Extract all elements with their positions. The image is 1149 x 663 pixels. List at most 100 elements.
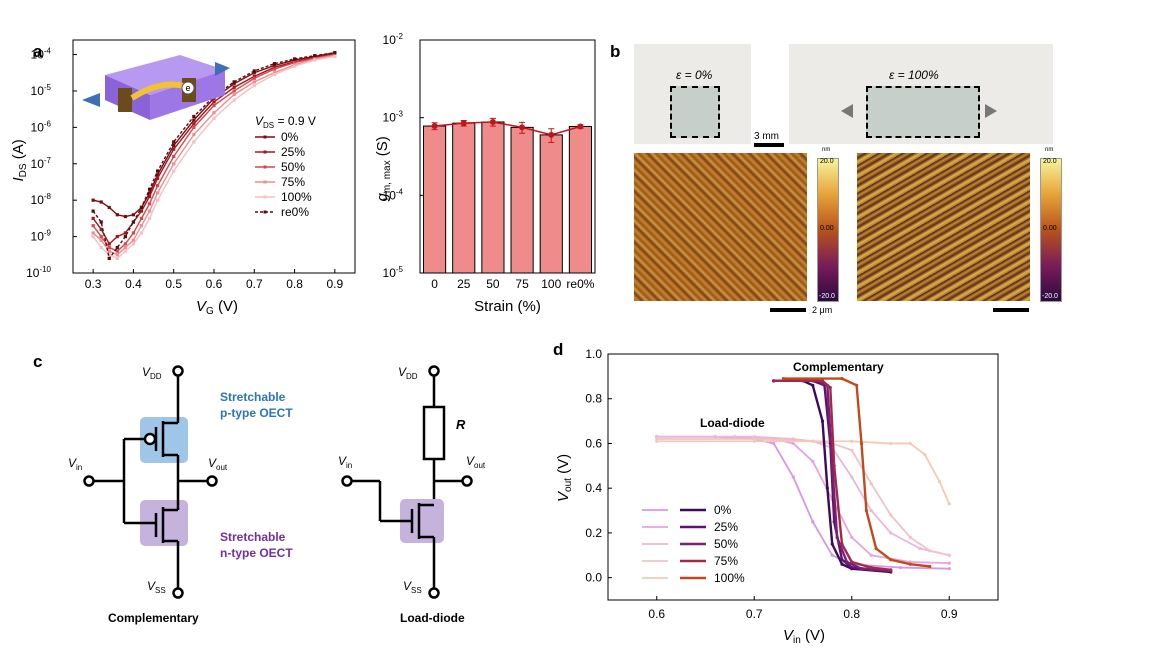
bar-re0% [568, 125, 592, 274]
data-point [850, 565, 854, 570]
data-point [156, 191, 160, 195]
afm-scalebar-left [770, 308, 806, 312]
data-point [333, 51, 337, 55]
data-point [172, 147, 176, 151]
colorbar-tick-top-left: 20.0 [820, 158, 834, 165]
data-point [859, 441, 864, 446]
vin-label-left: Vin [68, 456, 82, 472]
x-tick-label: 0.5 [165, 277, 182, 291]
data-point [172, 154, 176, 159]
data-point [820, 419, 825, 423]
data-point [830, 553, 834, 557]
loaddiode-series-0% [656, 435, 950, 570]
bar-25 [452, 122, 476, 274]
data-point [172, 162, 176, 166]
y-tick-label: 10-3 [383, 110, 404, 125]
data-point [292, 60, 297, 65]
film-region-unstrained [670, 86, 720, 138]
data-point [889, 568, 893, 572]
ptype-label-line1: Stretchable [220, 390, 286, 404]
panel-letter-d: d [553, 340, 564, 359]
data-point [172, 169, 176, 173]
data-point [840, 542, 844, 546]
data-point [272, 65, 277, 69]
x-tick-label: 75 [515, 277, 529, 291]
vin-label-right: Vin [338, 454, 352, 470]
data-point [252, 80, 256, 84]
data-point [232, 93, 236, 97]
y-tick-label: 10-5 [383, 265, 404, 280]
data-point [889, 531, 893, 535]
legend-label: 50% [281, 160, 305, 174]
data-point [91, 224, 95, 228]
y-tick-label: 10-10 [26, 265, 51, 280]
device-inset-illustration: e [82, 55, 230, 120]
data-point [147, 191, 152, 195]
data-point [272, 63, 277, 68]
data-point [115, 213, 119, 217]
data-point [869, 565, 873, 570]
data-point [172, 143, 176, 148]
data-point [655, 435, 659, 439]
inset-electron-label: e [185, 83, 190, 93]
data-point [115, 253, 119, 257]
data-point [832, 464, 836, 468]
data-point [139, 216, 144, 220]
label-complementary: Complementary [793, 360, 884, 374]
legend-label: 25% [714, 520, 738, 534]
legend-label: 75% [714, 554, 738, 568]
colorbar-tick-mid-left: 0.00 [820, 225, 834, 232]
data-point [252, 71, 256, 75]
data-point [123, 245, 127, 250]
right-arrow-icon [985, 104, 997, 118]
data-point [869, 508, 873, 513]
data-point [908, 560, 912, 564]
data-point [99, 234, 103, 239]
data-point [292, 64, 297, 68]
ptype-label-line2: p-type OECT [220, 406, 293, 420]
data-point [131, 220, 136, 224]
data-point [156, 198, 160, 202]
data-point [918, 546, 922, 551]
y-tick-label: 10-4 [31, 47, 52, 62]
data-point [820, 379, 825, 383]
data-point [107, 205, 111, 210]
legend-marker [263, 210, 267, 214]
x-tick-label: 0.7 [246, 277, 263, 291]
data-point [889, 558, 893, 562]
data-point [333, 54, 337, 58]
y-axis-label: gm, max (S) [374, 136, 393, 201]
y-tick-label: 10-5 [31, 83, 52, 98]
data-point [232, 80, 236, 84]
data-point [192, 140, 196, 144]
photo-unstrained: ε = 0% [634, 44, 751, 144]
data-point [192, 118, 196, 122]
y-tick-label: 1.0 [585, 347, 602, 361]
data-point [252, 76, 256, 80]
complementary-series-75% [773, 379, 891, 572]
plot-frame [419, 39, 596, 274]
data-point [864, 508, 868, 513]
data-point [147, 202, 152, 206]
data-point [131, 242, 136, 246]
data-point [908, 441, 912, 446]
data-point [91, 216, 95, 220]
legend-marker [263, 180, 267, 184]
data-point [139, 231, 144, 235]
photo-scalebar-label: 3 mm [754, 131, 779, 142]
data-point [139, 205, 144, 210]
data-point [107, 249, 111, 253]
ntype-label-line1: Stretchable [220, 530, 286, 544]
data-point [91, 209, 95, 213]
legend-label: 75% [281, 175, 305, 189]
data-point [115, 245, 119, 250]
data-point [928, 549, 932, 553]
panel-letter-a: a [33, 42, 43, 61]
bar-0 [423, 125, 447, 274]
vss-label-right: VSS [403, 579, 422, 595]
data-point [828, 385, 832, 390]
data-point [123, 234, 127, 239]
legend-label: re0% [281, 205, 309, 219]
